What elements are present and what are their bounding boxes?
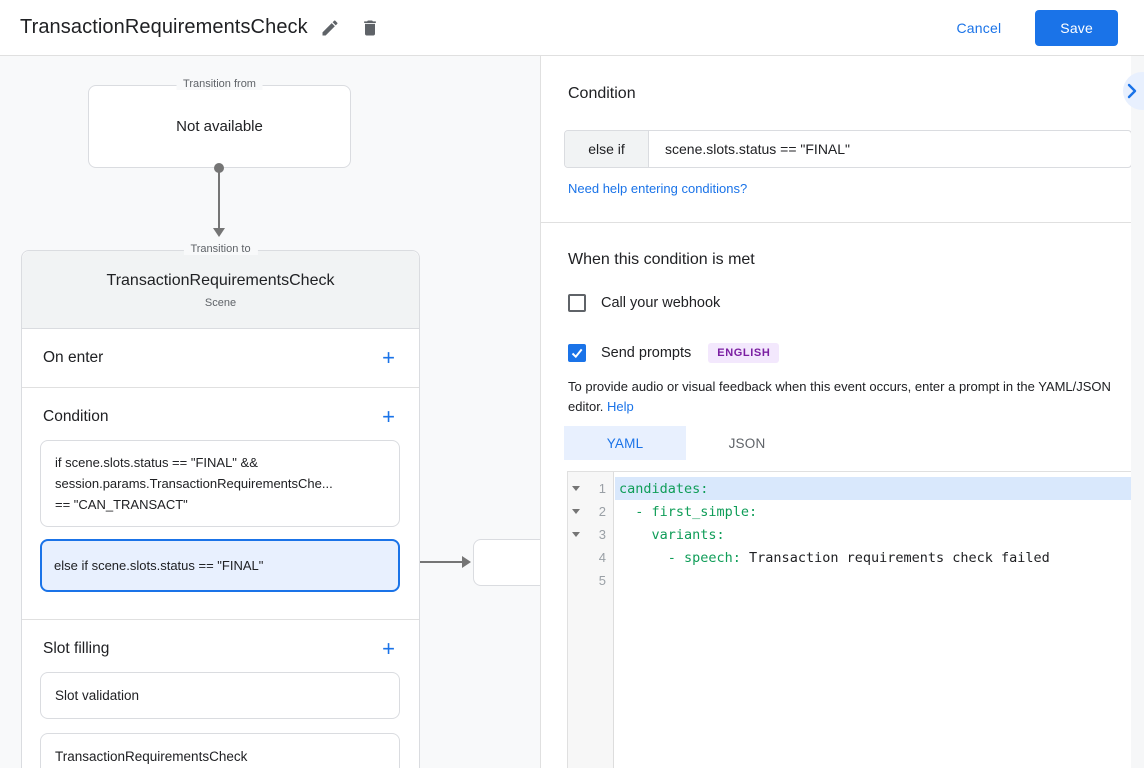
scene-card: Transition to TransactionRequirementsChe… [21,243,420,768]
condition-section: Condition + if scene.slots.status == "FI… [22,388,419,620]
yaml-key: - speech: [619,549,741,566]
gutter-row: 4 [568,546,613,569]
code-line: - first_simple: [615,500,1132,523]
code-line-active: candidates: [615,477,1132,500]
connector-line-horizontal [404,561,462,563]
condition-text-line: == "CAN_TRANSACT" [55,497,188,512]
webhook-checkbox[interactable] [568,294,586,312]
condition-text-line: else if scene.slots.status == "FINAL" [54,558,264,573]
panel-heading-when-met: When this condition is met [568,251,755,268]
prompts-description-text: To provide audio or visual feedback when… [568,379,1111,414]
panel-divider [541,222,1144,223]
condition-header-row: Condition + [22,388,419,440]
slot-filling-section: Slot filling + Slot validation Transacti… [22,620,419,768]
scene-card-header[interactable]: TransactionRequirementsCheck Scene [22,251,419,329]
scene-type-label: Scene [204,297,237,309]
condition-item[interactable]: if scene.slots.status == "FINAL" && sess… [40,440,400,527]
language-badge: ENGLISH [708,343,780,363]
code-line: variants: [615,523,1132,546]
trash-icon [360,18,380,38]
condition-expression-input[interactable] [649,131,1131,167]
transition-to-legend: Transition to [183,243,258,255]
fold-toggle-icon[interactable] [568,532,584,537]
collapse-panel-button[interactable] [1123,72,1144,110]
prompts-description: To provide audio or visual feedback when… [568,377,1144,417]
condition-input-group: else if [564,130,1132,168]
connector-line-vertical [218,171,220,229]
code-line [615,569,1132,592]
yaml-key: variants: [619,526,725,543]
arrow-down-icon [213,228,225,237]
line-number: 3 [598,527,606,542]
slot-item[interactable]: Slot validation [40,672,400,719]
gutter-row: 1 [568,477,613,500]
webhook-label: Call your webhook [601,295,721,311]
slot-item[interactable]: TransactionRequirementsCheck [40,733,400,768]
slot-filling-header-row: Slot filling + [22,620,419,672]
chevron-right-icon [1122,81,1142,101]
transition-from-box: Transition from Not available [88,78,351,168]
transition-from-content: Not available [176,118,263,135]
gutter-row: 5 [568,569,613,592]
add-slot-button[interactable]: + [382,636,395,661]
add-condition-button[interactable]: + [382,404,395,429]
tab-json[interactable]: JSON [686,426,808,460]
condition-text-line: if scene.slots.status == "FINAL" && [55,455,258,470]
yaml-value: Transaction requirements check failed [740,549,1050,566]
edit-title-button[interactable] [312,10,348,46]
page-title: TransactionRequirementsCheck [20,16,308,38]
yaml-key: - first_simple: [619,503,758,520]
pencil-icon [320,18,340,38]
save-button[interactable]: Save [1035,9,1118,46]
tab-yaml[interactable]: YAML [564,426,686,460]
arrow-right-icon [462,556,471,568]
line-number: 4 [598,550,606,565]
condition-prefix-label: else if [565,131,649,167]
line-number: 1 [598,481,606,496]
prompts-option-row: Send prompts ENGLISH [568,343,780,363]
yaml-key: candidates: [619,480,709,497]
slot-item-label: TransactionRequirementsCheck [55,749,248,764]
editor-code-area[interactable]: candidates: - first_simple: variants: - … [615,472,1132,768]
checkmark-icon [570,346,584,360]
on-enter-label: On enter [43,349,104,366]
send-prompts-label: Send prompts [601,345,692,361]
cancel-button[interactable]: Cancel [956,19,1002,36]
scene-name: TransactionRequirementsCheck [106,272,335,289]
conditions-help-link[interactable]: Need help entering conditions? [568,181,748,196]
scene-graph-canvas: Transition from Not available Transition… [0,56,563,768]
gutter-row: 2 [568,500,613,523]
condition-item-selected[interactable]: else if scene.slots.status == "FINAL" [40,539,400,592]
fold-toggle-icon[interactable] [568,486,584,491]
scrollbar-track[interactable] [1131,56,1144,768]
editor-format-tabs: YAML JSON [564,426,808,460]
line-number: 2 [598,504,606,519]
gutter-row: 3 [568,523,613,546]
transition-from-legend: Transition from [176,78,263,90]
condition-detail-panel: Condition else if Need help entering con… [540,56,1144,768]
condition-label: Condition [43,408,109,425]
prompts-help-link[interactable]: Help [607,399,634,414]
webhook-option-row: Call your webhook [568,294,720,312]
delete-scene-button[interactable] [352,10,388,46]
slot-item-label: Slot validation [55,688,140,703]
on-enter-row: On enter + [22,329,419,388]
yaml-code-editor[interactable]: 1 2 3 4 5 candidates: [567,471,1132,768]
line-number: 5 [598,573,606,588]
top-bar: TransactionRequirementsCheck Cancel Save [0,0,1144,56]
editor-gutter: 1 2 3 4 5 [568,472,614,768]
panel-heading-condition: Condition [568,85,636,102]
fold-toggle-icon[interactable] [568,509,584,514]
slot-filling-label: Slot filling [43,640,110,657]
connector-dot [214,163,224,173]
send-prompts-checkbox[interactable] [568,344,586,362]
add-on-enter-button[interactable]: + [382,345,395,370]
condition-text-line: session.params.TransactionRequirementsCh… [55,476,333,491]
code-line: - speech: Transaction requirements check… [615,546,1132,569]
